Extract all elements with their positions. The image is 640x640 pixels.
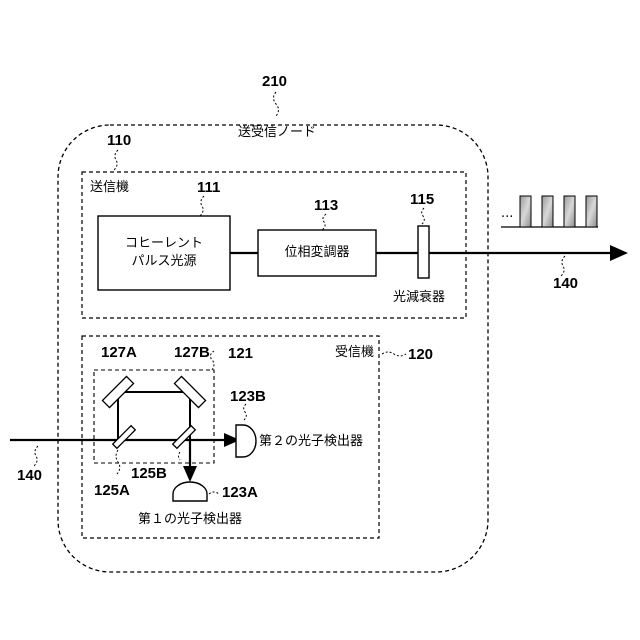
detector-2-ref-label: 123B xyxy=(230,389,266,404)
beam-splitter-125b xyxy=(173,426,196,449)
pulse-1 xyxy=(520,196,531,227)
interferometer-leader-line xyxy=(210,351,214,370)
splitter-b-ref-label: 125B xyxy=(131,466,167,481)
transmitter-ref-label: 110 xyxy=(107,133,131,148)
output-arrowhead xyxy=(610,245,628,261)
pulse-source-line2: パルス光源 xyxy=(131,253,196,271)
input-line-ref-label: 140 xyxy=(17,468,42,483)
node-leader-line xyxy=(274,92,279,116)
splitter-b-leader-line xyxy=(179,452,181,460)
pulse-source-ref-label: 111 xyxy=(197,180,220,195)
splitter-a-ref-label: 125A xyxy=(94,483,130,498)
pulse-2 xyxy=(542,196,553,227)
output-line-leader-line xyxy=(561,256,565,276)
attenuator-ref-label: 115 xyxy=(410,192,434,207)
node-ref-label: 210 xyxy=(262,74,287,89)
node-title-label: 送受信ノード xyxy=(238,126,316,139)
pulse-train-ellipsis: ... xyxy=(501,207,513,220)
pulse-source-text: コヒーレント パルス光源 xyxy=(98,216,230,290)
pulse-source-line1: コヒーレント xyxy=(125,235,203,253)
attenuator-element xyxy=(418,226,429,278)
pulse-3 xyxy=(564,196,575,227)
beam-splitter-125a xyxy=(113,426,136,449)
input-line-leader-line xyxy=(34,446,38,466)
phase-modulator-ref-label: 113 xyxy=(314,198,338,213)
mirror-b-ref-label: 127B xyxy=(174,345,210,360)
mirror-a-ref-label: 127A xyxy=(101,345,137,360)
receiver-leader-line xyxy=(382,352,406,356)
pulse-source-leader-line xyxy=(200,196,204,216)
photon-detector-1 xyxy=(173,482,207,501)
splitter-a-leader-line xyxy=(116,450,120,474)
pulse-4 xyxy=(586,196,597,227)
phase-modulator-label: 位相変調器 xyxy=(284,244,349,262)
interferometer-ref-label: 121 xyxy=(228,346,253,361)
receiver-ref-label: 120 xyxy=(408,347,433,362)
detector-1-leader-line xyxy=(209,492,219,494)
phase-modulator-text: 位相変調器 xyxy=(258,230,376,276)
detector-1-beam-arrowhead xyxy=(183,466,197,482)
receiver-title-label: 受信機 xyxy=(335,346,374,359)
interferometer-box xyxy=(94,370,214,463)
transmitter-title-label: 送信機 xyxy=(90,181,129,194)
photon-detector-2 xyxy=(236,425,256,457)
detector-2-leader-line xyxy=(244,404,247,420)
detector-1-ref-label: 123A xyxy=(222,485,258,500)
transmitter-leader-line xyxy=(114,150,118,170)
attenuator-leader-line xyxy=(422,208,425,224)
detector-2-title-label: 第２の光子検出器 xyxy=(259,435,363,448)
output-line-ref-label: 140 xyxy=(553,276,578,291)
attenuator-title-label: 光減衰器 xyxy=(393,291,445,304)
detector-1-title-label: 第１の光子検出器 xyxy=(138,513,242,526)
phase-modulator-leader-line xyxy=(322,214,326,230)
